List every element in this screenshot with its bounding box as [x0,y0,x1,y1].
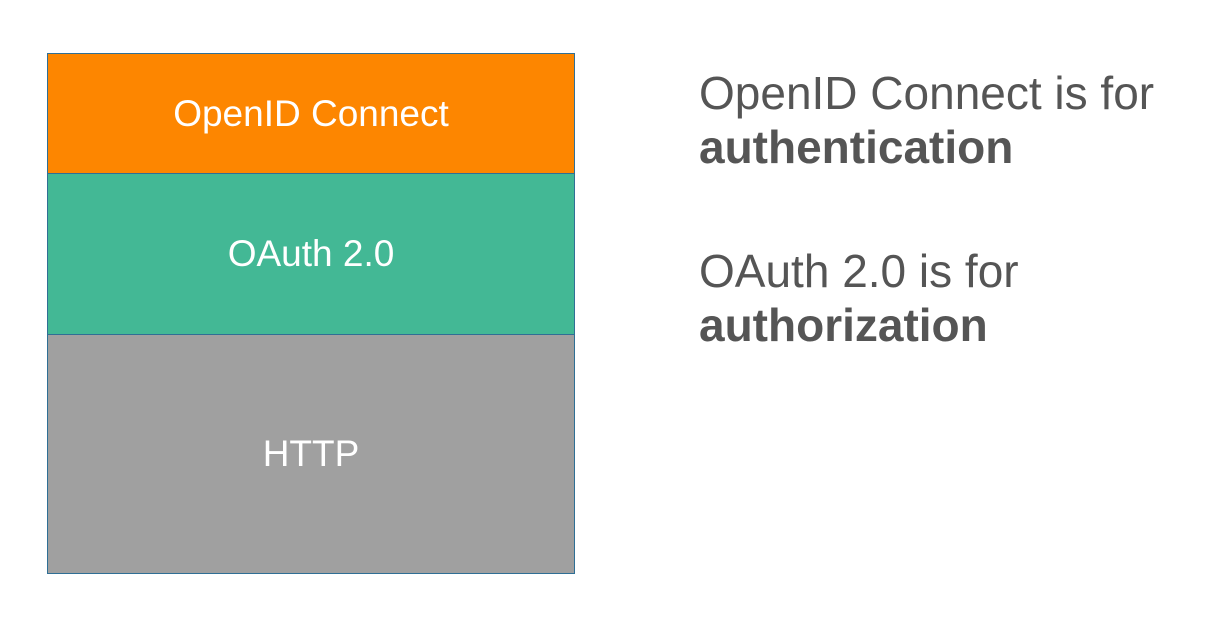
caption-oauth: OAuth 2.0 is for authorization [699,244,1019,352]
caption-openid-emphasis: authentication [699,121,1014,173]
layer-openid-connect: OpenID Connect [48,54,574,174]
caption-openid: OpenID Connect is for authentication [699,66,1154,174]
caption-openid-text: OpenID Connect is for [699,67,1155,119]
layer-oauth: OAuth 2.0 [48,174,574,335]
protocol-stack: OpenID Connect OAuth 2.0 HTTP [47,53,575,574]
caption-oauth-text: OAuth 2.0 is for [699,245,1019,297]
layer-label-openid-connect: OpenID Connect [173,92,449,134]
layer-label-oauth: OAuth 2.0 [227,233,395,274]
layer-label-http: HTTP [262,433,360,474]
layer-http: HTTP [48,335,574,573]
caption-oauth-emphasis: authorization [699,299,988,351]
